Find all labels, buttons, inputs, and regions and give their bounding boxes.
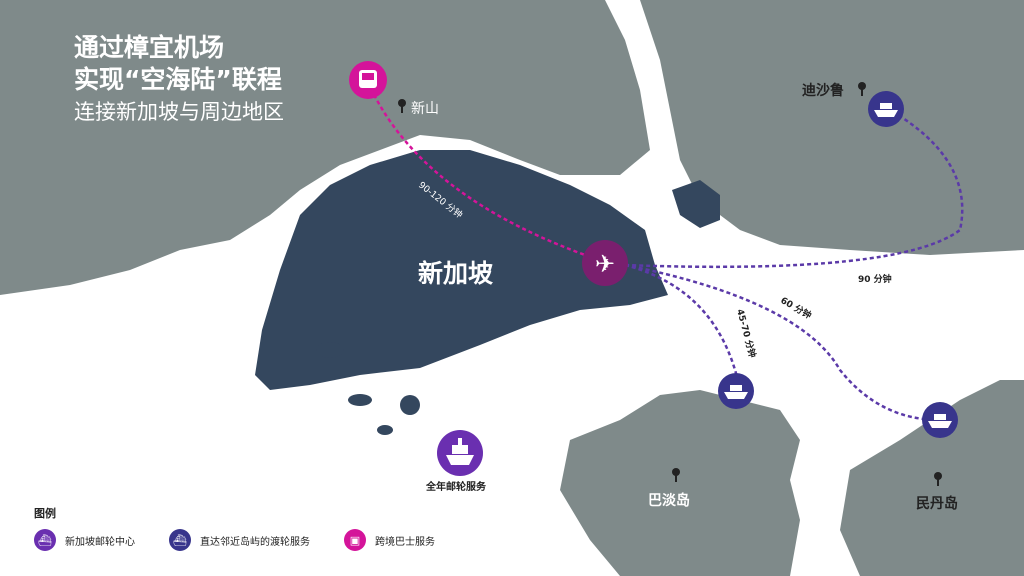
route-bintan-time: 60 分钟	[779, 294, 814, 321]
route-batam	[624, 263, 742, 391]
airport-marker[interactable]	[582, 240, 628, 286]
cruise-ship-icon: ⛴	[34, 529, 56, 551]
route-desaru-time: 90 分钟	[858, 273, 892, 285]
desaru-landmass	[640, 0, 1024, 255]
legend-item-cruise: ⛴新加坡邮轮中心	[34, 529, 135, 551]
map-pin-icon	[398, 82, 942, 486]
route-batam-time: 45-70 分钟	[734, 308, 759, 359]
label-cruise: 全年邮轮服务	[426, 482, 486, 493]
airplane-icon: ✈	[595, 250, 615, 278]
route-bintan	[624, 263, 941, 422]
cruise-ship-icon	[446, 438, 474, 465]
pulau-ubin	[672, 180, 720, 228]
label-desaru: 迪沙鲁	[802, 83, 844, 99]
route-desaru	[624, 108, 964, 269]
route-bus	[366, 81, 606, 264]
batam-island	[560, 390, 800, 576]
johor-landmass	[0, 0, 650, 295]
label-batam: 巴淡岛	[648, 493, 690, 509]
bus-icon: ▣	[344, 529, 366, 551]
legend-item-ferry: ⛴直达邻近岛屿的渡轮服务	[169, 529, 310, 551]
label-bintan: 民丹岛	[916, 496, 958, 512]
legend-item-bus: ▣跨境巴士服务	[344, 529, 435, 551]
label-johor: 新山	[411, 101, 439, 117]
label-singapore: 新加坡	[418, 259, 494, 288]
singapore-island	[255, 150, 668, 390]
map-title: 通过樟宜机场 实现“空海陆”联程 连接新加坡与周边地区	[74, 33, 284, 124]
bintan-island	[840, 380, 1024, 576]
legend: 图例 ⛴新加坡邮轮中心 ⛴直达邻近岛屿的渡轮服务 ▣跨境巴士服务	[34, 505, 469, 551]
ferry-icon[interactable]	[718, 91, 958, 438]
ferry-icon: ⛴	[169, 529, 191, 551]
southern-islets	[316, 342, 420, 435]
